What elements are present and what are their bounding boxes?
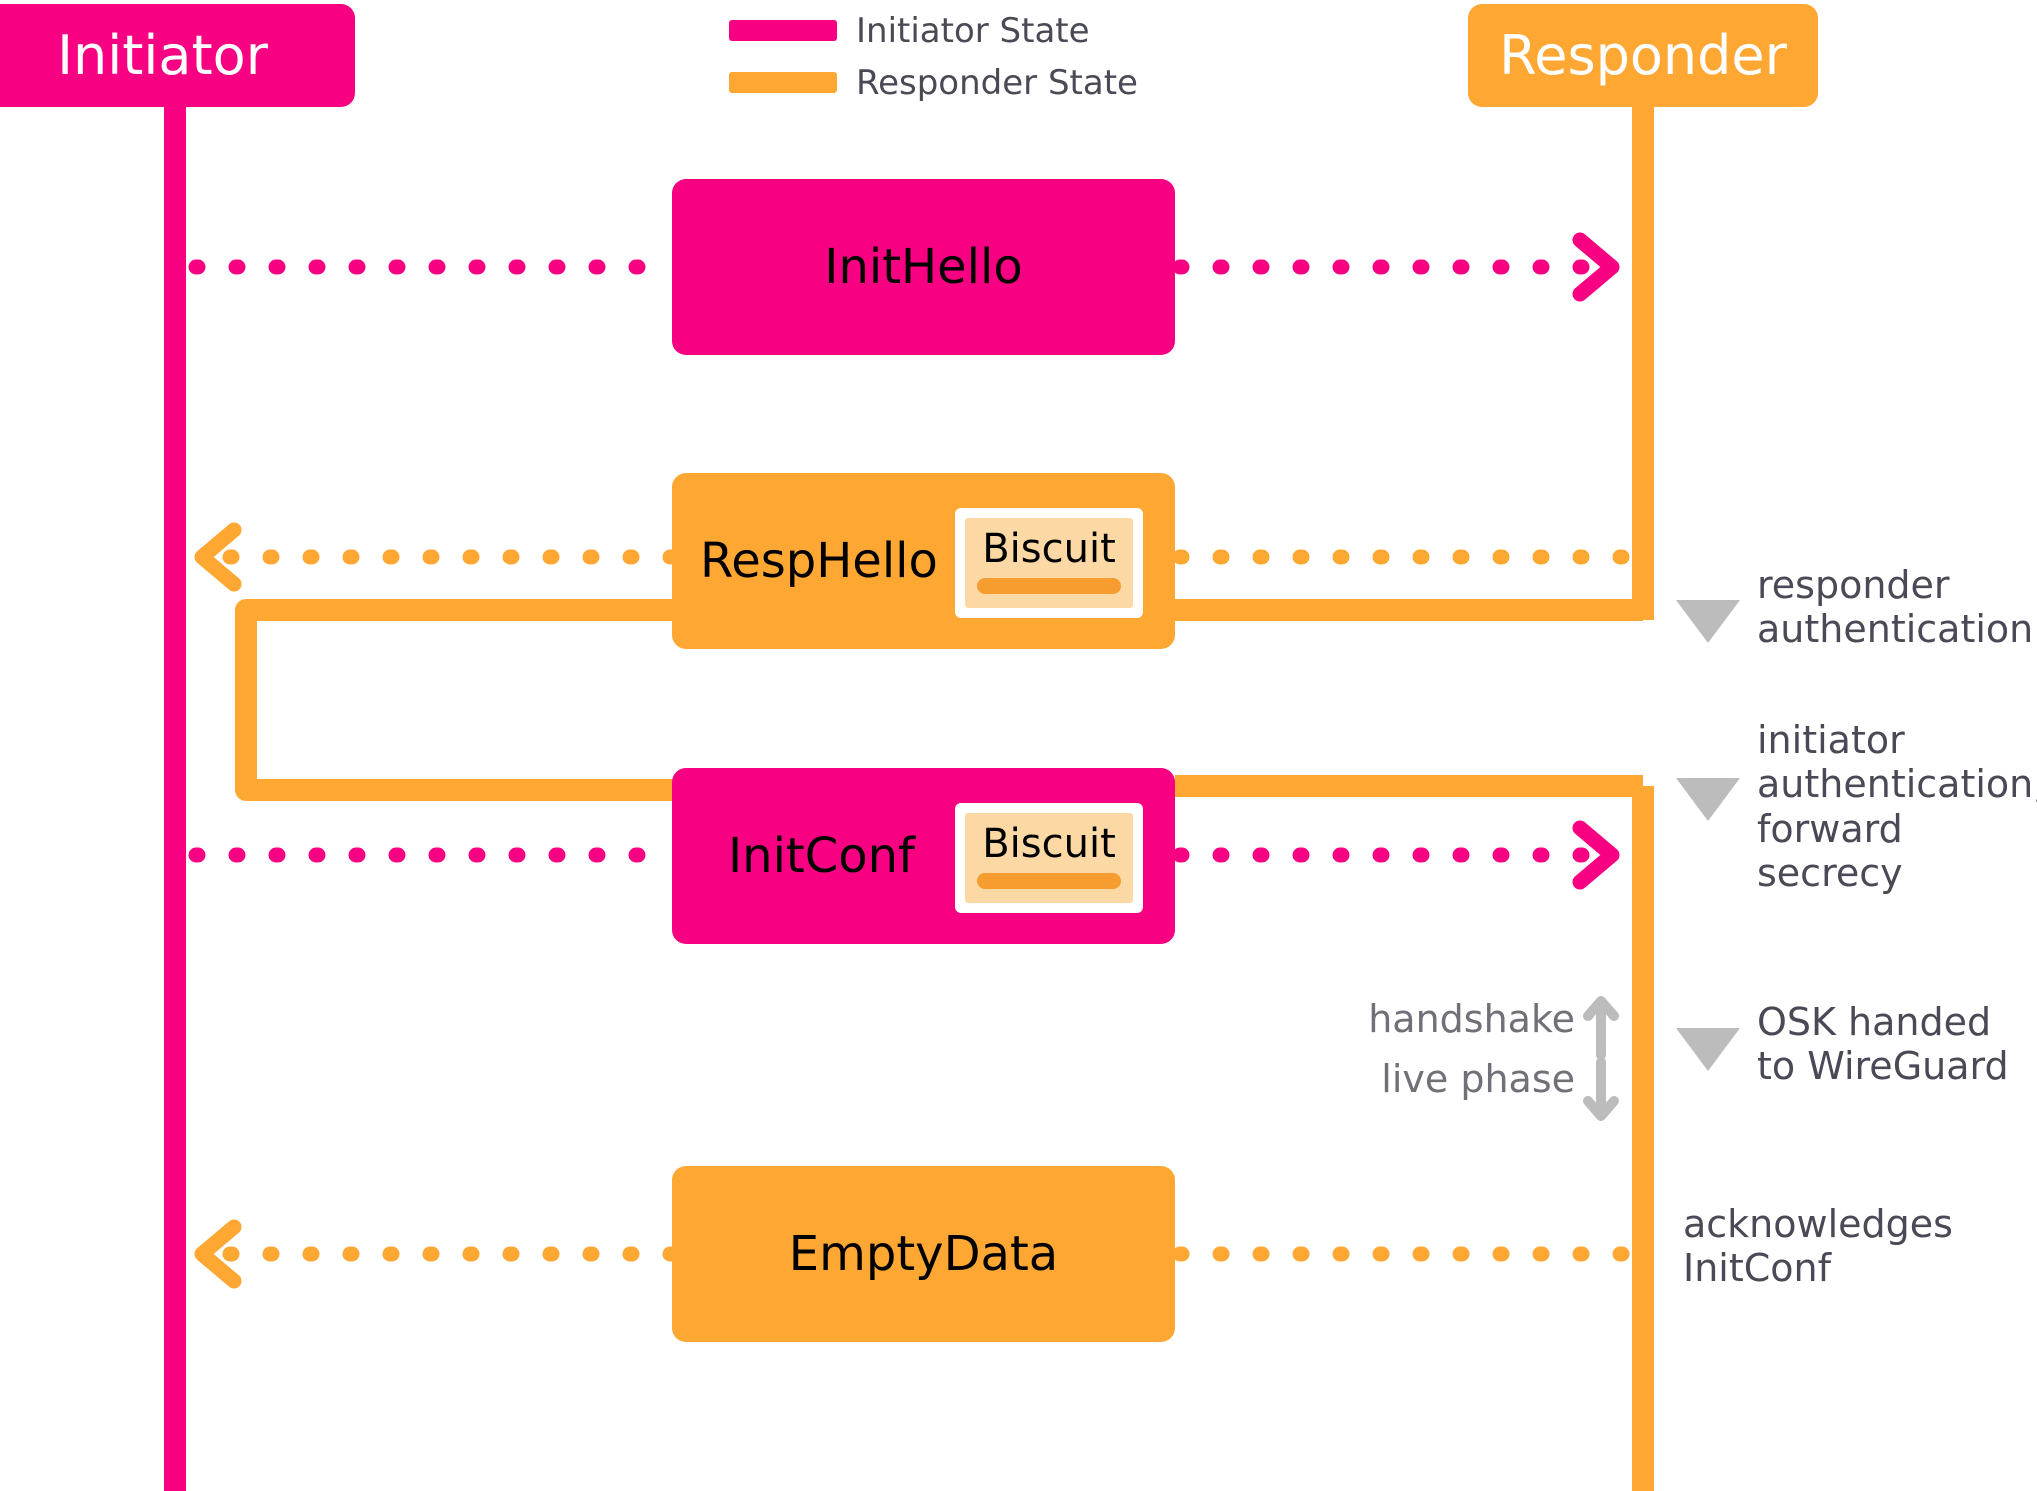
message-label-emptydata: EmptyData	[788, 1226, 1059, 1282]
message-box-emptydata	[672, 1166, 1175, 1342]
note-acknowledges-initconf: acknowledges InitConf	[1683, 1202, 1953, 1291]
phase-label-handshake: handshake	[1368, 997, 1575, 1041]
note-osk-handed-to-wireguard: OSK handed to WireGuard	[1757, 1000, 2009, 1089]
header-box-initiator	[0, 4, 355, 107]
state-connector-responder-uturn	[235, 599, 672, 801]
legend-swatch-initiator	[729, 20, 837, 41]
arrow-down-icon-live-phase	[1583, 1057, 1619, 1121]
lifeline-responder-segment-2	[1632, 786, 1654, 1491]
message-label-resphello: RespHello	[700, 533, 938, 589]
legend-swatch-responder	[729, 72, 837, 93]
message-label-inithello: InitHello	[824, 239, 1023, 295]
legend-item-label-initiator-state: Initiator State	[856, 11, 1090, 51]
arrowhead-inithello	[1572, 232, 1620, 302]
lifeline-header-label-initiator: Initiator	[57, 24, 268, 87]
legend-item-label-responder-state: Responder State	[856, 63, 1138, 103]
triangle-down-icon-initiator-auth	[1676, 778, 1740, 821]
biscuit-label-initconf: Biscuit	[982, 821, 1116, 867]
biscuit-label-resphello: Biscuit	[982, 526, 1116, 572]
arrowhead-emptydata	[194, 1219, 242, 1289]
biscuit-badge-initconf-bar	[977, 873, 1121, 889]
triangle-down-icon-responder-auth	[1676, 600, 1740, 643]
phase-label-live-phase: live phase	[1381, 1057, 1575, 1101]
arrow-up-icon-handshake	[1583, 996, 1619, 1060]
biscuit-badge-resphello-bar	[977, 578, 1121, 594]
arrowhead-resphello	[194, 522, 242, 592]
lifeline-initiator	[164, 100, 186, 1491]
note-responder-authentication: responder authentication	[1757, 563, 2034, 652]
triangle-down-icon-osk	[1676, 1028, 1740, 1071]
arrowhead-initconf	[1572, 820, 1620, 890]
note-initiator-authentication: initiator authentication, forward secrec…	[1757, 718, 2037, 896]
header-box-responder	[1468, 4, 1818, 107]
lifeline-header-label-responder: Responder	[1499, 24, 1787, 87]
message-box-inithello	[672, 179, 1175, 355]
message-label-initconf: InitConf	[728, 828, 915, 884]
lifeline-responder-segment-1	[1632, 100, 1654, 620]
